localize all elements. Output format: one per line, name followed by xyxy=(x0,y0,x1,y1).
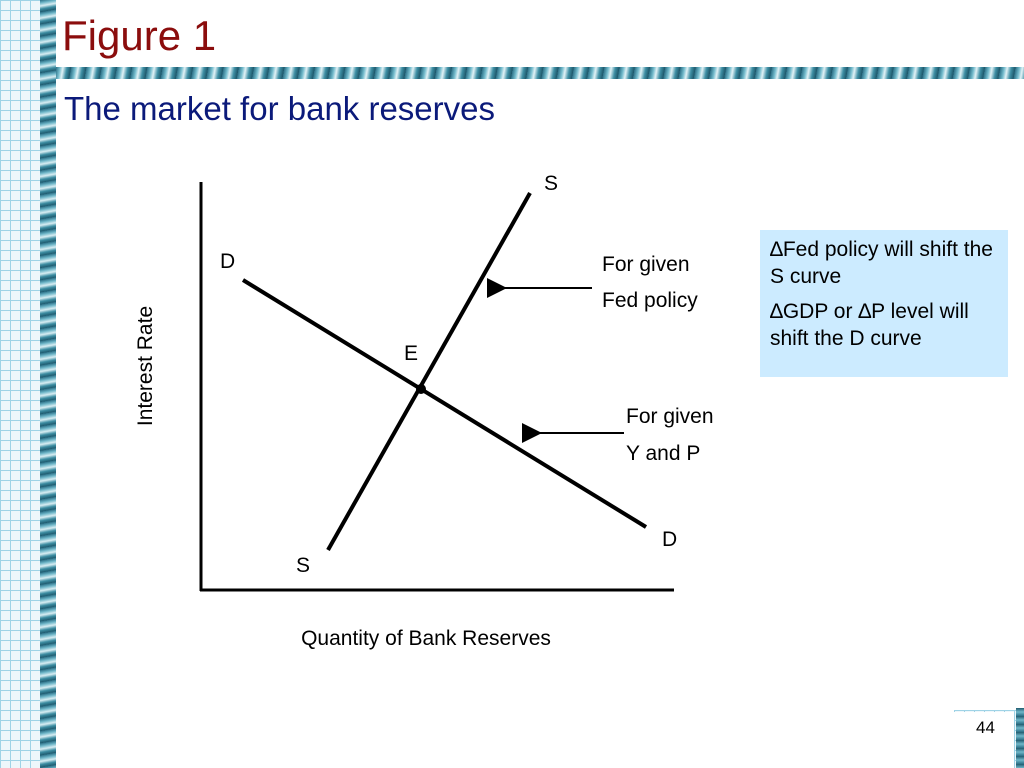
slide-subtitle: The market for bank reserves xyxy=(64,90,495,127)
page-number-background xyxy=(954,712,1014,768)
equilibrium-point xyxy=(416,384,426,394)
page-number: 44 xyxy=(976,718,995,737)
demand-label-bottom: D xyxy=(662,528,677,551)
supply-label-top: S xyxy=(544,172,558,195)
supply-curve xyxy=(326,192,532,551)
policy-note-box: ∆Fed policy will shift the S curve ∆GDP … xyxy=(760,230,1008,377)
x-axis-label: Quantity of Bank Reserves xyxy=(301,627,551,650)
demand-annotation-line1: For given xyxy=(626,405,714,428)
corner-marble-decoration xyxy=(1016,708,1024,768)
supply-label-bottom: S xyxy=(296,554,310,577)
demand-curve xyxy=(241,278,648,529)
demand-annotation-line2: Y and P xyxy=(626,442,700,465)
left-grid-border xyxy=(0,0,40,768)
note-gdp-price: ∆GDP or ∆P level will shift the D curve xyxy=(770,300,969,350)
note-fed-policy: ∆Fed policy will shift the S curve xyxy=(770,238,993,288)
supply-annotation-line1: For given xyxy=(602,253,690,276)
left-marble-border xyxy=(40,0,56,768)
demand-label-top: D xyxy=(220,250,235,273)
figure-title: Figure 1 xyxy=(62,12,217,59)
equilibrium-label: E xyxy=(404,342,418,365)
y-axis-label: Interest Rate xyxy=(134,306,157,426)
title-divider-band xyxy=(56,67,1024,79)
supply-annotation-line2: Fed policy xyxy=(602,289,698,312)
